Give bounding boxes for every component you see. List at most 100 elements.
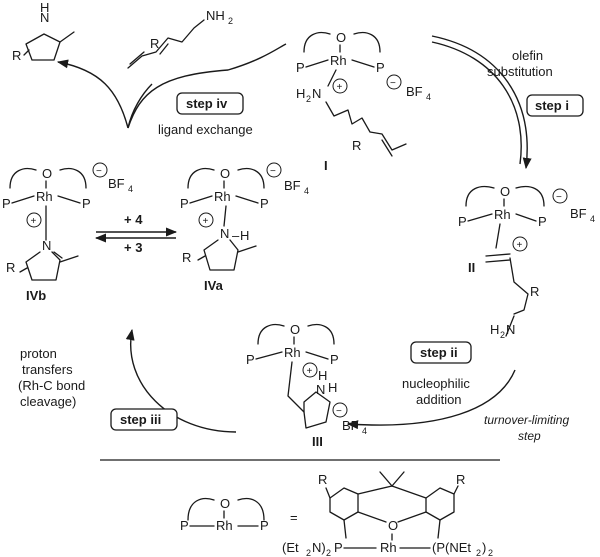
svg-text:Rh: Rh [330,53,347,68]
svg-text:−: − [336,406,342,417]
product-n-label: N [40,10,49,25]
svg-text:R: R [456,472,465,487]
svg-text:step ii: step ii [420,345,458,360]
svg-text:R: R [6,260,15,275]
svg-text:BF: BF [108,176,125,191]
svg-text:O: O [336,30,346,45]
svg-text:O: O [388,518,398,533]
rh-c-bond-caption: (Rh-C bond [18,378,85,393]
step-ii-arrow [346,369,516,430]
aminoalkene-substrate: R NH 2 [127,8,233,69]
svg-text:N: N [316,382,325,397]
svg-text:4: 4 [304,186,309,196]
svg-text:N: N [312,86,321,101]
equilibrium-arrows: + 4 + 3 [94,212,178,255]
svg-text:O: O [500,184,510,199]
svg-text:O: O [42,166,52,181]
svg-text:4: 4 [362,426,367,436]
svg-text:4: 4 [590,214,595,224]
svg-text:H: H [328,380,337,395]
svg-text:P: P [330,352,339,367]
complex-IVb: O Rh P P + N R IVb − BF 4 [2,162,133,303]
svg-text:BF: BF [570,206,587,221]
svg-text:Rh: Rh [284,345,301,360]
step-i-arrow-inner [431,41,522,165]
svg-text:R: R [352,138,361,153]
svg-text:BF: BF [342,418,359,433]
svg-text:−: − [270,166,276,177]
svg-text:+: + [307,366,313,377]
svg-text:): ) [482,540,486,555]
complex-II: O Rh P P + R H 2 N II − BF 4 [458,184,595,340]
complex-IVa: O Rh P P + N – H R IVa − BF 4 [180,162,309,293]
substitution-caption: substitution [487,64,553,79]
svg-text:H: H [240,228,249,243]
svg-text:N: N [506,322,515,337]
svg-text:H: H [490,322,499,337]
substrate-nh2-label: NH [206,8,225,23]
svg-text:(P(NEt: (P(NEt [432,540,471,555]
svg-text:Rh: Rh [380,540,397,555]
svg-text:O: O [220,166,230,181]
svg-text:N): N) [312,540,326,555]
step-i-badge: step i [526,94,584,117]
svg-text:Rh: Rh [214,189,231,204]
svg-text:2: 2 [488,548,493,557]
svg-text:Rh: Rh [216,518,233,533]
svg-text:2: 2 [306,548,311,557]
svg-text:N: N [220,226,229,241]
svg-text:step i: step i [535,98,569,113]
svg-text:P: P [82,196,91,211]
svg-text:+: + [203,216,209,227]
svg-text:+: + [337,82,343,93]
olefin-caption: olefin [512,48,543,63]
complex-III-label: III [312,434,323,449]
svg-text:Rh: Rh [494,207,511,222]
svg-text:(Et: (Et [282,540,299,555]
svg-text:BF: BF [284,178,301,193]
svg-text:P: P [260,518,269,533]
svg-text:+: + [517,240,523,251]
step-iii-arrow [125,328,237,433]
svg-text:P: P [260,196,269,211]
product-r-label: R [12,48,21,63]
nucleophilic-caption: nucleophilic [402,376,470,391]
svg-text:H: H [296,86,305,101]
complex-I: O Rh P P H 2 N + R I − BF 4 [296,30,431,173]
svg-text:2: 2 [228,16,233,26]
svg-text:P: P [180,518,189,533]
svg-text:O: O [220,496,230,511]
svg-text:P: P [2,196,11,211]
cleavage-caption: cleavage) [20,394,76,409]
step-ii-badge: step ii [410,341,472,364]
svg-text:N: N [42,238,51,253]
complex-II-label: II [468,260,475,275]
svg-text:4: 4 [426,92,431,102]
step-iv-substrate-arc [127,43,287,129]
product-h-label: H [40,0,49,15]
complex-IVb-label: IVb [26,288,46,303]
svg-text:P: P [538,214,547,229]
turnover-limiting-caption: turnover-limiting [484,413,569,427]
svg-text:step iv: step iv [186,96,228,111]
addition-caption: addition [416,392,462,407]
svg-text:R: R [182,250,191,265]
svg-text:R: R [530,284,539,299]
transfers-caption: transfers [22,362,73,377]
svg-text:P: P [246,352,255,367]
svg-text:2: 2 [306,94,311,104]
svg-text:+: + [31,216,37,227]
pyrrolidine-product: N H R [12,0,75,63]
plus-3-label: + 3 [124,240,142,255]
svg-text:2: 2 [326,548,331,557]
substrate-r-label: R [150,36,159,51]
svg-text:−: − [390,78,396,89]
complex-III: O Rh P P N H H + − BF 4 III [246,322,367,449]
svg-text:−: − [96,166,102,177]
ligand-exchange-caption: ligand exchange [158,122,253,137]
ligand-shorthand: O Rh P P [180,496,269,533]
svg-text:2: 2 [500,330,505,340]
step-iv-upper-arc [127,83,153,129]
step-iv-badge: step iv [176,92,244,115]
